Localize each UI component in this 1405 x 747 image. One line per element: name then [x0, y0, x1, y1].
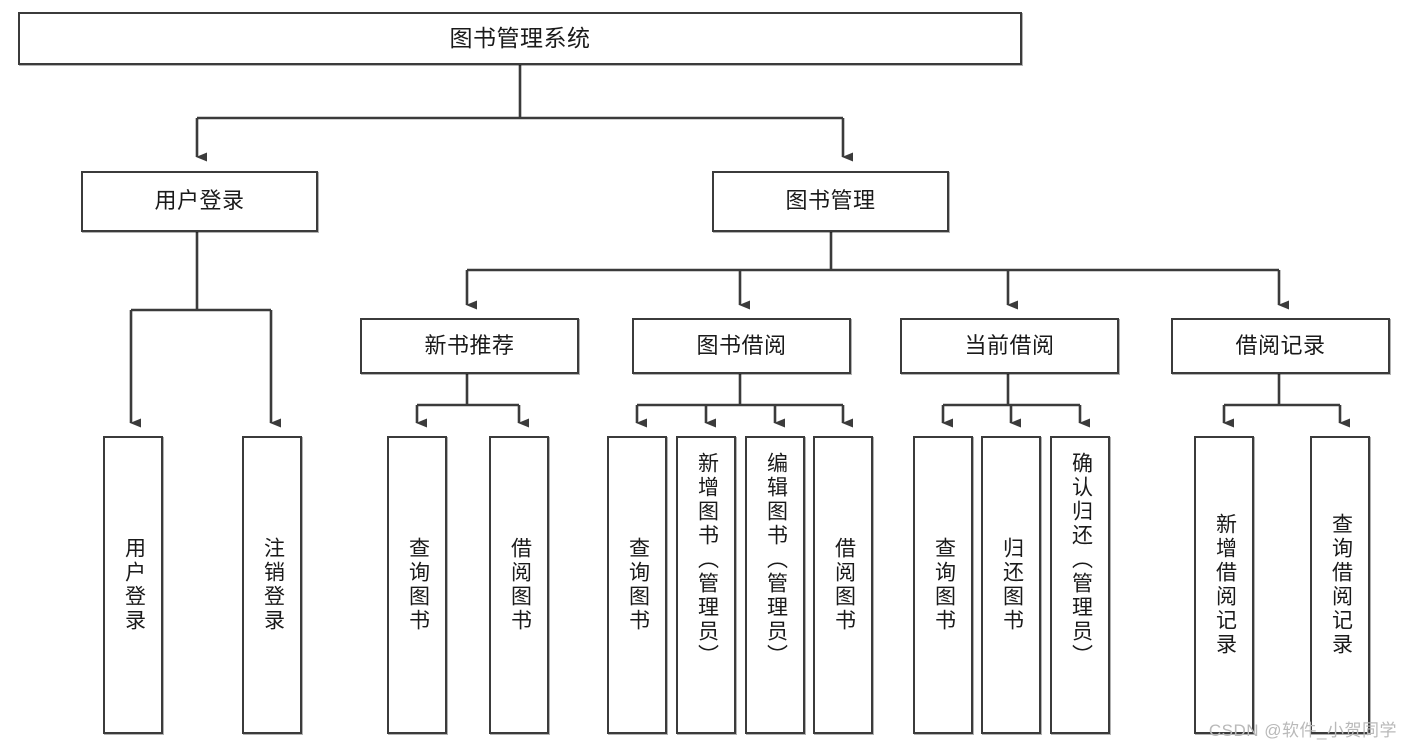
node-label: 图书管理 [785, 188, 876, 214]
leaf-query-borrow-record[interactable]: 查询借阅记录 [1310, 436, 1370, 734]
leaf-return-book[interactable]: 归还图书 [981, 436, 1041, 734]
node-label: 归还图书 [1000, 537, 1024, 633]
leaf-confirm-return-admin[interactable]: 确认归还（管理员） [1050, 436, 1110, 734]
node-label: 查询借阅记录 [1329, 513, 1353, 657]
leaf-add-book-admin[interactable]: 新增图书（管理员） [676, 436, 736, 734]
node-label: 借阅图书 [508, 537, 532, 633]
node-label: 查询图书 [932, 537, 956, 633]
node-label: 查询图书 [626, 537, 650, 633]
node-label: 新增借阅记录 [1213, 513, 1237, 657]
node-label: 借阅记录 [1235, 332, 1326, 358]
node-current-borrow[interactable]: 当前借阅 [900, 318, 1119, 374]
node-label: 确认归还（管理员） [1069, 452, 1093, 668]
node-label: 图书借阅 [696, 332, 787, 358]
leaf-edit-book-admin[interactable]: 编辑图书（管理员） [745, 436, 805, 734]
node-borrow-record[interactable]: 借阅记录 [1171, 318, 1390, 374]
node-label: 用户登录 [154, 188, 245, 214]
leaf-borrow-book-recommend[interactable]: 借阅图书 [489, 436, 549, 734]
csdn-watermark: CSDN @软件_小贺同学 [1208, 721, 1397, 740]
node-label: 新增图书（管理员） [695, 452, 719, 668]
node-label: 借阅图书 [832, 537, 856, 633]
node-label: 新书推荐 [424, 332, 515, 358]
node-user-login[interactable]: 用户登录 [81, 171, 318, 232]
node-label: 图书管理系统 [449, 25, 591, 52]
node-label: 用户登录 [122, 537, 146, 633]
node-label: 编辑图书（管理员） [764, 452, 788, 668]
leaf-user-login[interactable]: 用户登录 [103, 436, 163, 734]
leaf-logout[interactable]: 注销登录 [242, 436, 302, 734]
leaf-add-borrow-record[interactable]: 新增借阅记录 [1194, 436, 1254, 734]
leaf-borrow-book[interactable]: 借阅图书 [813, 436, 873, 734]
node-book-management[interactable]: 图书管理 [712, 171, 949, 232]
leaf-query-book-current[interactable]: 查询图书 [913, 436, 973, 734]
node-label: 注销登录 [261, 537, 285, 633]
leaf-query-book-borrow[interactable]: 查询图书 [607, 436, 667, 734]
leaf-query-book-recommend[interactable]: 查询图书 [387, 436, 447, 734]
node-root-system[interactable]: 图书管理系统 [18, 12, 1022, 65]
node-new-book-recommend[interactable]: 新书推荐 [360, 318, 579, 374]
node-label: 查询图书 [406, 537, 430, 633]
node-label: 当前借阅 [964, 332, 1055, 358]
node-book-borrow[interactable]: 图书借阅 [632, 318, 851, 374]
